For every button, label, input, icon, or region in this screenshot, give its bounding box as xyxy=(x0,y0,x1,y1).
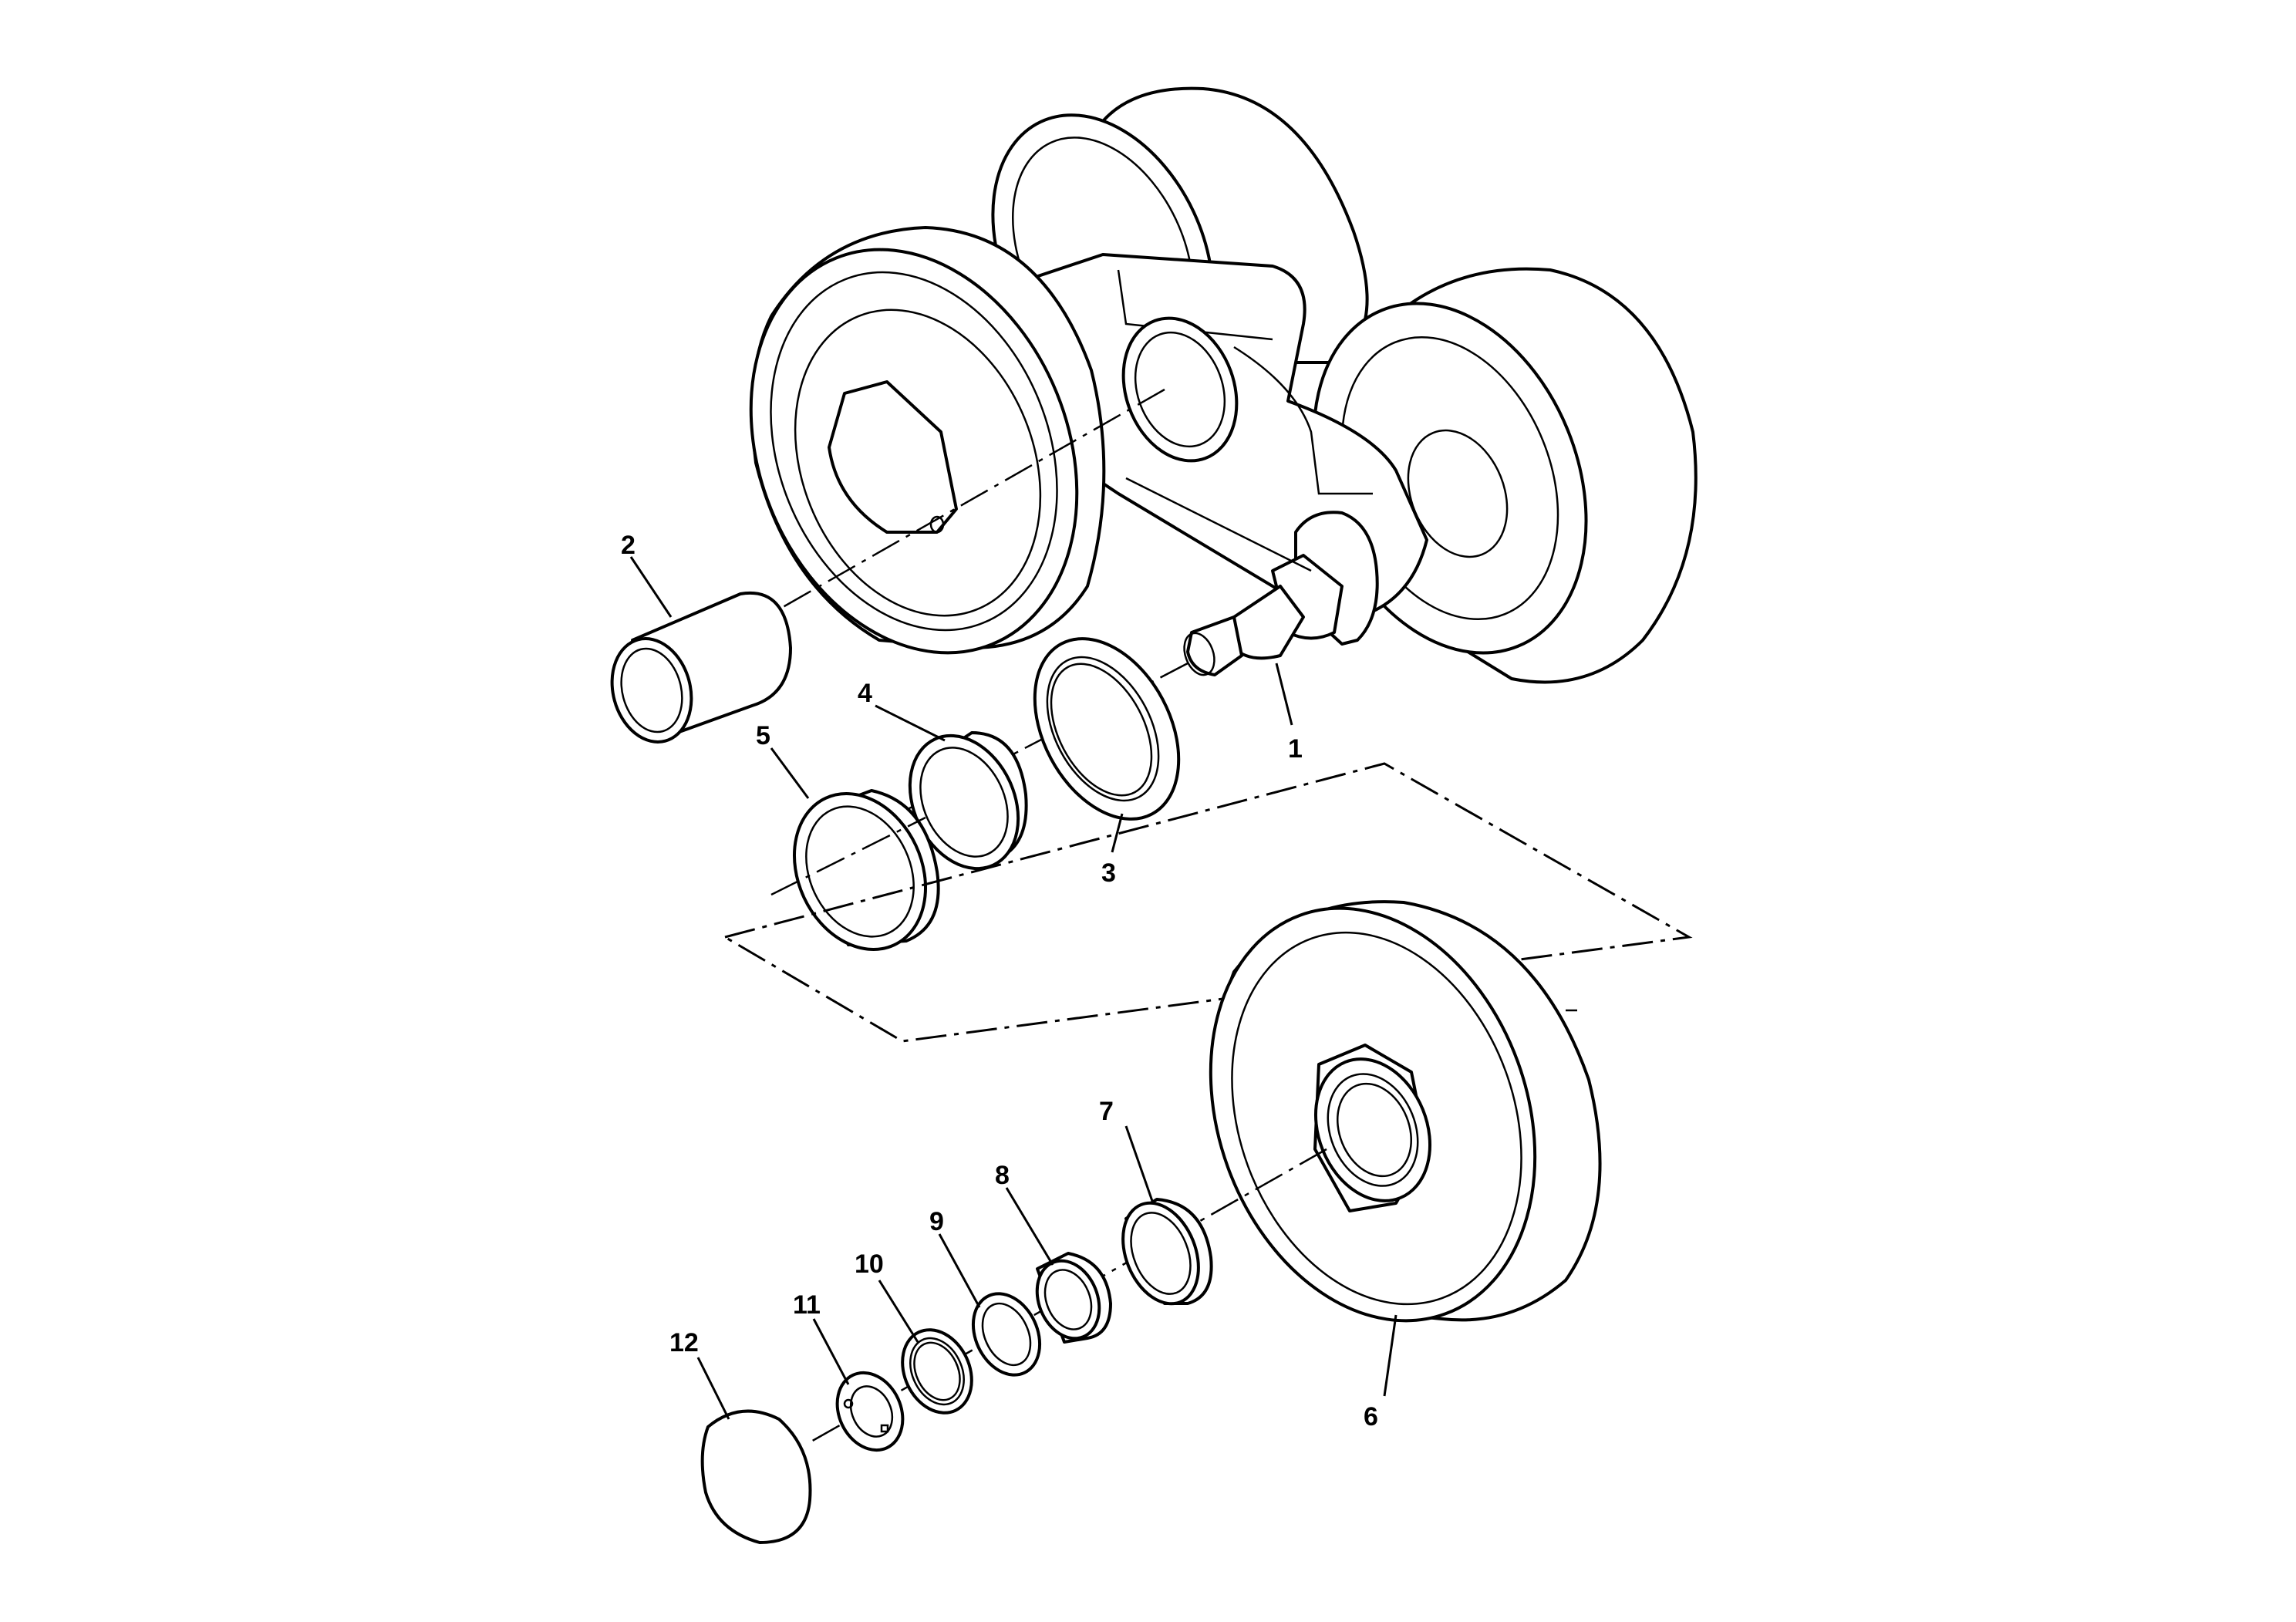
part-12-dust-cap xyxy=(700,1409,812,1544)
callout-12: 12 xyxy=(669,1328,699,1357)
callout-3: 3 xyxy=(1101,858,1116,888)
callout-8: 8 xyxy=(995,1161,1010,1190)
part-6-roller-wheel xyxy=(1209,900,1602,1323)
part-4-seal-ring xyxy=(908,731,1028,871)
callout-9: 9 xyxy=(929,1207,944,1236)
reference-frame xyxy=(722,762,1693,1043)
bogie-assembly xyxy=(749,86,1698,858)
pivot-centerline xyxy=(778,388,1165,611)
front-left-wheel xyxy=(749,226,1106,655)
part-8-bushing xyxy=(1035,1252,1112,1344)
callout-2: 2 xyxy=(621,531,636,560)
part-7-bearing-cup xyxy=(1121,1198,1213,1306)
callout-labels: 1 2 3 4 5 6 7 8 9 10 11 12 xyxy=(621,531,1378,1431)
callout-5: 5 xyxy=(756,721,770,750)
callout-7: 7 xyxy=(1099,1097,1114,1126)
part-11-lock-nut xyxy=(835,1371,905,1452)
callout-10: 10 xyxy=(855,1249,884,1279)
bogie-frame xyxy=(1009,253,1428,676)
leader-lines xyxy=(629,556,1397,1420)
callout-1: 1 xyxy=(1288,734,1303,764)
part-3-thrust-washer xyxy=(1033,637,1181,821)
part-2-bushing xyxy=(610,591,792,744)
part-9-washer xyxy=(971,1292,1042,1377)
part-10-snap-ring xyxy=(901,1328,973,1415)
callout-4: 4 xyxy=(858,679,872,708)
callout-11: 11 xyxy=(793,1290,821,1320)
callout-6: 6 xyxy=(1364,1402,1378,1431)
